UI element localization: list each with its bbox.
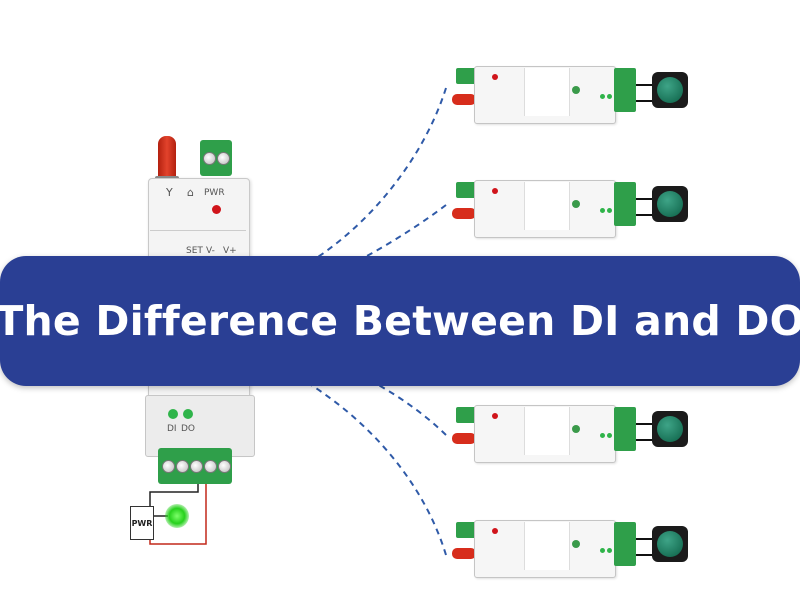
master-pwr-led: [212, 205, 221, 214]
slave-wire: [636, 538, 656, 556]
master-antenna: [158, 136, 176, 182]
brand-logo-icon: [572, 425, 580, 433]
slave-wire: [636, 84, 656, 102]
brand-logo-icon: [572, 200, 580, 208]
slave-io-led: [607, 433, 612, 438]
slave-output-terminal: [614, 522, 636, 566]
brand-logo-icon: [572, 540, 580, 548]
home-symbol-icon: ⌂: [187, 186, 194, 199]
master-pwr-label: PWR: [204, 188, 225, 198]
terminal-label-vminus: V-: [206, 246, 215, 256]
slave-io-led: [600, 433, 605, 438]
do-led: [183, 409, 193, 419]
slave-terminal: [456, 522, 476, 538]
slave-terminal: [456, 407, 476, 423]
slave-io-led: [600, 94, 605, 99]
slave-wire: [636, 423, 656, 441]
slave-device-2: [452, 180, 702, 246]
slave-label-strip: [524, 68, 570, 116]
di-label: DI: [167, 424, 177, 434]
screw-icon: [190, 460, 203, 473]
slave-device-4: [452, 405, 702, 471]
screw-icon: [176, 460, 189, 473]
slave-label-strip: [524, 182, 570, 230]
terminal-label-set: SET: [186, 246, 203, 256]
master-top-terminal: [200, 140, 232, 176]
slave-terminal: [456, 68, 476, 84]
slave-io-led: [607, 208, 612, 213]
terminal-label-vplus: V+: [223, 246, 237, 256]
push-button-icon: [652, 526, 688, 562]
brand-logo-icon: [572, 86, 580, 94]
slave-output-terminal: [614, 182, 636, 226]
push-button-icon: [652, 72, 688, 108]
slave-status-led: [492, 528, 498, 534]
slave-status-led: [492, 188, 498, 194]
slave-output-terminal: [614, 68, 636, 112]
slave-antenna: [452, 94, 476, 105]
slave-antenna: [452, 548, 476, 559]
slave-antenna: [452, 208, 476, 219]
screw-icon: [218, 460, 231, 473]
do-label: DO: [181, 424, 196, 434]
slave-io-led: [600, 208, 605, 213]
slave-io-led: [607, 94, 612, 99]
power-indicator-led: [165, 504, 189, 528]
title-banner: The Difference Between DI and DO: [0, 256, 800, 386]
slave-device-1: [452, 66, 702, 132]
slave-output-terminal: [614, 407, 636, 451]
slave-status-led: [492, 74, 498, 80]
antenna-symbol-icon: Y: [166, 186, 173, 199]
slave-device-5: [452, 520, 702, 586]
screw-icon: [217, 152, 230, 165]
slave-label-strip: [524, 522, 570, 570]
screw-icon: [162, 460, 175, 473]
push-button-icon: [652, 411, 688, 447]
master-bottom-terminal: [158, 448, 232, 484]
slave-terminal: [456, 182, 476, 198]
screw-icon: [203, 152, 216, 165]
banner-title: The Difference Between DI and DO: [0, 297, 800, 345]
slave-status-led: [492, 413, 498, 419]
di-led: [168, 409, 178, 419]
slave-label-strip: [524, 407, 570, 455]
slave-io-led: [607, 548, 612, 553]
push-button-icon: [652, 186, 688, 222]
link-line-2: [271, 204, 447, 299]
power-switch-box: PWR: [130, 506, 154, 540]
slave-antenna: [452, 433, 476, 444]
divider: [150, 230, 246, 231]
screw-icon: [204, 460, 217, 473]
slave-io-led: [600, 548, 605, 553]
slave-wire: [636, 198, 656, 216]
